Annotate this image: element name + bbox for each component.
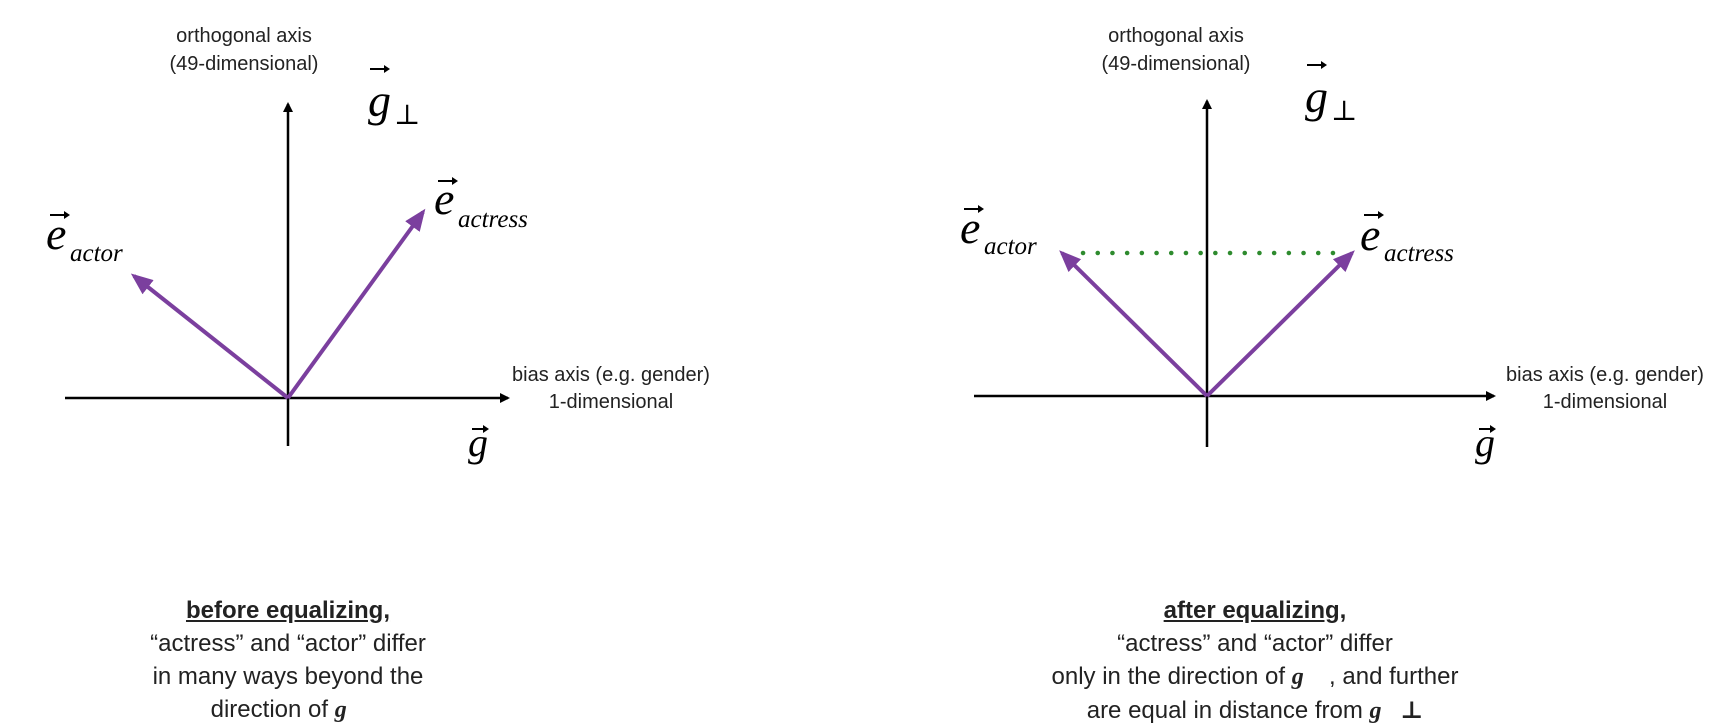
vector-actress xyxy=(286,208,426,400)
caption-text: are equal in distance from xyxy=(1086,697,1363,724)
vector-actress xyxy=(1205,250,1355,398)
svg-text:e: e xyxy=(960,202,980,253)
caption-line: are equal in distance from g⃗⊥ xyxy=(995,694,1515,728)
g-perp-symbol: g ⊥ xyxy=(1305,61,1357,127)
bias-axis-label-line1: bias axis (e.g. gender) xyxy=(512,364,710,386)
svg-text:e: e xyxy=(1360,209,1380,260)
svg-text:g: g xyxy=(468,420,488,465)
vector-actor xyxy=(1059,250,1209,398)
panel-before: orthogonal axis (49-dimensional) g ⊥ e a… xyxy=(46,25,710,465)
bias-axis-label-line2: 1-dimensional xyxy=(549,391,674,413)
orthogonal-axis-label-line1: orthogonal axis xyxy=(1108,25,1244,47)
g-symbol: g xyxy=(468,420,489,465)
caption-text: only in the direction of xyxy=(1051,663,1286,690)
orthogonal-axis-label-line2: (49-dimensional) xyxy=(170,53,319,75)
svg-text:g: g xyxy=(1475,420,1495,465)
bias-axis-label-line2: 1-dimensional xyxy=(1543,391,1668,413)
e-actress-symbol: e actress xyxy=(1360,209,1454,267)
caption-line: direction of g⃗ xyxy=(28,693,548,727)
e-actress-symbol: e actress xyxy=(434,173,528,233)
svg-text:actress: actress xyxy=(458,206,528,233)
caption-line: in many ways beyond the xyxy=(152,663,424,690)
svg-text:⊥: ⊥ xyxy=(1331,96,1357,127)
svg-text:g: g xyxy=(368,75,391,126)
e-actor-symbol: e actor xyxy=(46,208,123,267)
caption-line: only in the direction of g⃗ , and furthe… xyxy=(995,660,1515,694)
bias-axis-label-line1: bias axis (e.g. gender) xyxy=(1506,364,1704,386)
g-vector-symbol: g⃗ xyxy=(334,697,366,723)
vector-actor xyxy=(130,273,290,400)
svg-text:g: g xyxy=(1305,71,1328,122)
orthogonal-axis-label-line2: (49-dimensional) xyxy=(1102,53,1251,75)
svg-text:e: e xyxy=(434,173,454,224)
svg-text:⊥: ⊥ xyxy=(394,100,420,131)
caption-line: “actress” and “actor” differ xyxy=(1117,630,1393,657)
caption-after: after equalizing, “actress” and “actor” … xyxy=(995,594,1515,728)
g-perp-vector-symbol: g⃗⊥ xyxy=(1369,698,1424,724)
caption-line: “actress” and “actor” differ xyxy=(150,630,426,657)
svg-text:actor: actor xyxy=(70,240,123,267)
g-perp-symbol: g ⊥ xyxy=(368,65,420,131)
svg-text:actress: actress xyxy=(1384,240,1454,267)
g-symbol: g xyxy=(1475,420,1496,465)
caption-heading: before equalizing, xyxy=(185,597,391,624)
svg-text:actor: actor xyxy=(984,233,1037,260)
orthogonal-axis-label-line1: orthogonal axis xyxy=(176,25,312,47)
svg-text:e: e xyxy=(46,208,66,259)
caption-text: direction of xyxy=(210,696,329,723)
caption-before: before equalizing, “actress” and “actor”… xyxy=(28,594,548,727)
panel-after: orthogonal axis (49-dimensional) g ⊥ e a… xyxy=(960,25,1704,465)
e-actor-symbol: e actor xyxy=(960,202,1037,260)
g-vector-symbol: g⃗ xyxy=(1291,664,1323,690)
caption-text: , and further xyxy=(1329,663,1459,690)
caption-heading: after equalizing, xyxy=(1163,597,1347,624)
